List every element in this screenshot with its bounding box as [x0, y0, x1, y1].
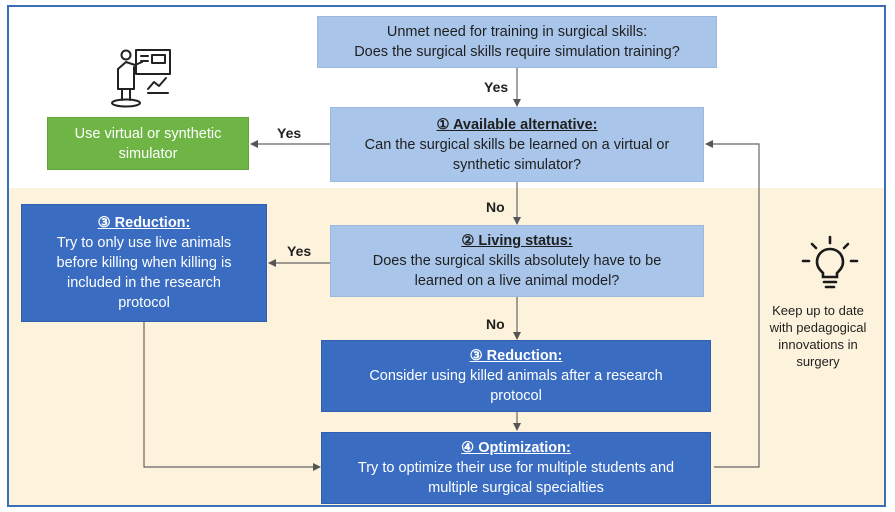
living-status-line-2: learned on a live animal model?: [414, 273, 620, 289]
reduction-killed-animals-box: ③ Reduction: Consider using killed anima…: [321, 340, 711, 412]
arrow-optimization-loop-back: [705, 140, 760, 468]
available-alternative-title: ① Available alternative:: [436, 116, 598, 133]
available-alternative-line-1: Can the surgical skills be learned on a …: [364, 136, 670, 153]
tip-line-3: innovations in: [778, 337, 858, 352]
living-status-title: ② Living status:: [461, 233, 573, 249]
tip-line-1: Keep up to date: [772, 303, 864, 318]
virtual-simulator-box: Use virtual or synthetic simulator: [47, 117, 249, 170]
unmet-need-line-1: Unmet need for training in surgical skil…: [386, 24, 648, 40]
unmet-need-line-2: Does the surgical skills require simulat…: [354, 44, 680, 60]
tip-line-2: with pedagogical: [769, 320, 867, 335]
reduction-live-line-4: protocol: [118, 295, 170, 311]
presenter-icon: [111, 49, 171, 108]
reduction-live-line-2: before killing when killing is: [56, 255, 232, 271]
lightbulb-icon: [801, 235, 859, 289]
pedagogical-tip: Keep up to date with pedagogical innovat…: [766, 302, 870, 370]
reduction-killed-line-2: protocol: [490, 388, 542, 404]
virtual-simulator-line-1: Use virtual or synthetic: [74, 125, 222, 142]
edge-label-no-alternative: No: [486, 199, 505, 215]
arrow-reduction-live-to-optimization: [143, 322, 321, 471]
virtual-simulator-line-2: simulator: [118, 145, 178, 162]
optimization-line-1: Try to optimize their use for multiple s…: [357, 460, 675, 476]
living-status-line-1: Does the surgical skills absolutely have…: [372, 253, 662, 269]
reduction-live-title: ③ Reduction:: [97, 215, 191, 231]
reduction-live-animals-box: ③ Reduction: Try to only use live animal…: [21, 204, 267, 322]
unmet-need-box: Unmet need for training in surgical skil…: [317, 16, 717, 68]
available-alternative-box: ① Available alternative: Can the surgica…: [330, 107, 704, 182]
living-status-box: ② Living status: Does the surgical skill…: [330, 225, 704, 297]
reduction-live-line-1: Try to only use live animals: [56, 235, 232, 251]
optimization-title: ④ Optimization:: [461, 440, 571, 456]
edge-label-yes-live: Yes: [287, 243, 312, 259]
edge-label-no-live: No: [486, 316, 505, 332]
edge-label-yes-simulation: Yes: [484, 79, 509, 95]
optimization-line-2: multiple surgical specialties: [428, 480, 604, 496]
edge-label-yes-virtual: Yes: [277, 125, 302, 141]
tip-line-4: surgery: [796, 354, 840, 369]
reduction-live-line-3: included in the research: [67, 275, 221, 291]
reduction-killed-title: ③ Reduction:: [469, 348, 563, 364]
optimization-box: ④ Optimization: Try to optimize their us…: [321, 432, 711, 504]
available-alternative-line-2: synthetic simulator?: [452, 156, 582, 173]
reduction-killed-line-1: Consider using killed animals after a re…: [369, 368, 663, 384]
